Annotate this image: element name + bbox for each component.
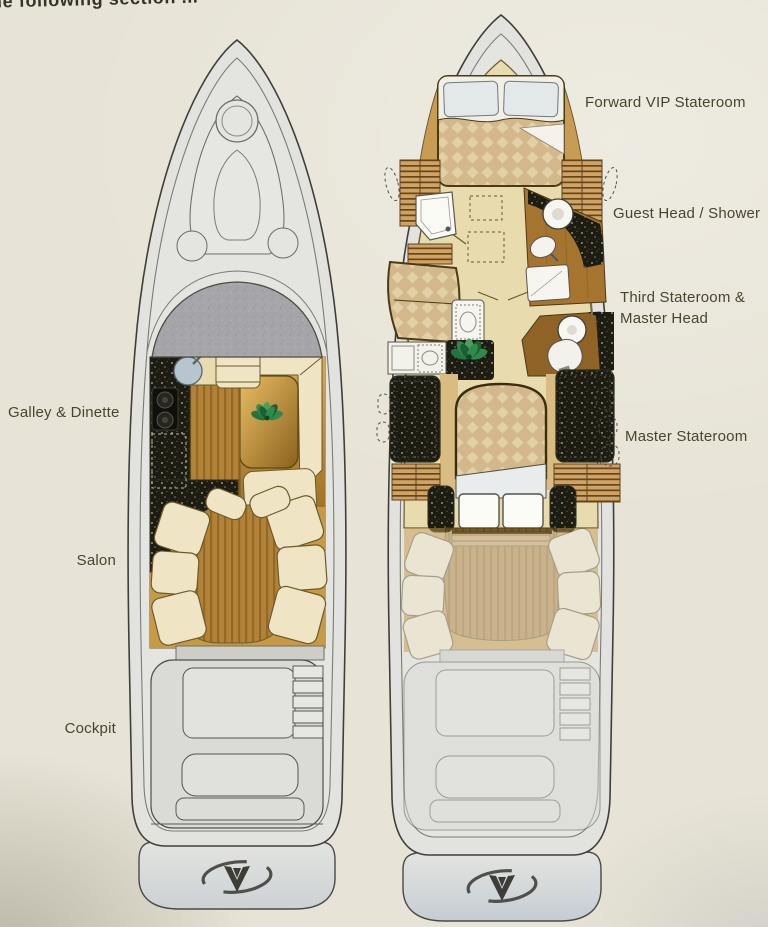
salon-threshold bbox=[175, 645, 325, 661]
salon-sofas bbox=[150, 485, 328, 646]
sofa-cushion bbox=[267, 585, 327, 645]
lower-deck-plan bbox=[376, 13, 621, 922]
cabin-roof-arch bbox=[151, 281, 323, 358]
deck-hatch-oval bbox=[384, 166, 400, 202]
sofa-armrest bbox=[249, 485, 291, 519]
label-third-stateroom-master-head: Third Stateroom & Master Head bbox=[620, 289, 746, 327]
dresser bbox=[555, 369, 615, 463]
master-stateroom bbox=[376, 369, 621, 534]
pillow bbox=[503, 80, 559, 118]
sofa-cushion bbox=[153, 501, 211, 557]
nightstand bbox=[427, 485, 455, 533]
galley-sink bbox=[173, 356, 203, 386]
engine-hatch bbox=[182, 667, 296, 739]
foredeck bbox=[176, 95, 299, 262]
sink-console bbox=[387, 341, 447, 375]
porthole-dashes bbox=[376, 387, 620, 467]
sofa-cushion bbox=[276, 544, 328, 592]
dinette-table bbox=[239, 375, 299, 469]
nightstand bbox=[549, 485, 577, 533]
cockpit-steps bbox=[292, 665, 324, 739]
sink bbox=[529, 235, 557, 259]
master-head bbox=[521, 311, 614, 377]
sofa-cushion bbox=[150, 550, 200, 596]
sofa-cushion bbox=[151, 590, 207, 646]
deck-hatch-oval bbox=[602, 166, 618, 202]
deck-hatch-starboard bbox=[267, 227, 299, 259]
center-utilities bbox=[387, 299, 494, 380]
label-guest-head-shower: Guest Head / Shower bbox=[613, 205, 761, 222]
main-deck-plan bbox=[127, 38, 347, 910]
cockpit bbox=[150, 659, 324, 829]
label-cockpit: Cockpit bbox=[64, 720, 116, 737]
label-master-stateroom: Master Stateroom bbox=[625, 428, 748, 445]
master-bed bbox=[454, 382, 548, 480]
label-galley-dinette: Galley & Dinette bbox=[8, 404, 120, 421]
shower-pan bbox=[525, 264, 571, 302]
pillow bbox=[458, 493, 500, 529]
cockpit-bench bbox=[181, 753, 299, 797]
deck-hatch-port bbox=[176, 230, 208, 262]
pillow bbox=[443, 80, 499, 118]
pillow bbox=[502, 493, 544, 529]
ghosted-salon-cockpit bbox=[400, 527, 602, 831]
label-salon: Salon bbox=[76, 552, 116, 569]
label-forward-vip-stateroom: Forward VIP Stateroom bbox=[585, 94, 746, 111]
sofa-armrest bbox=[205, 487, 247, 521]
guest-head bbox=[523, 187, 607, 307]
dresser bbox=[389, 375, 441, 463]
